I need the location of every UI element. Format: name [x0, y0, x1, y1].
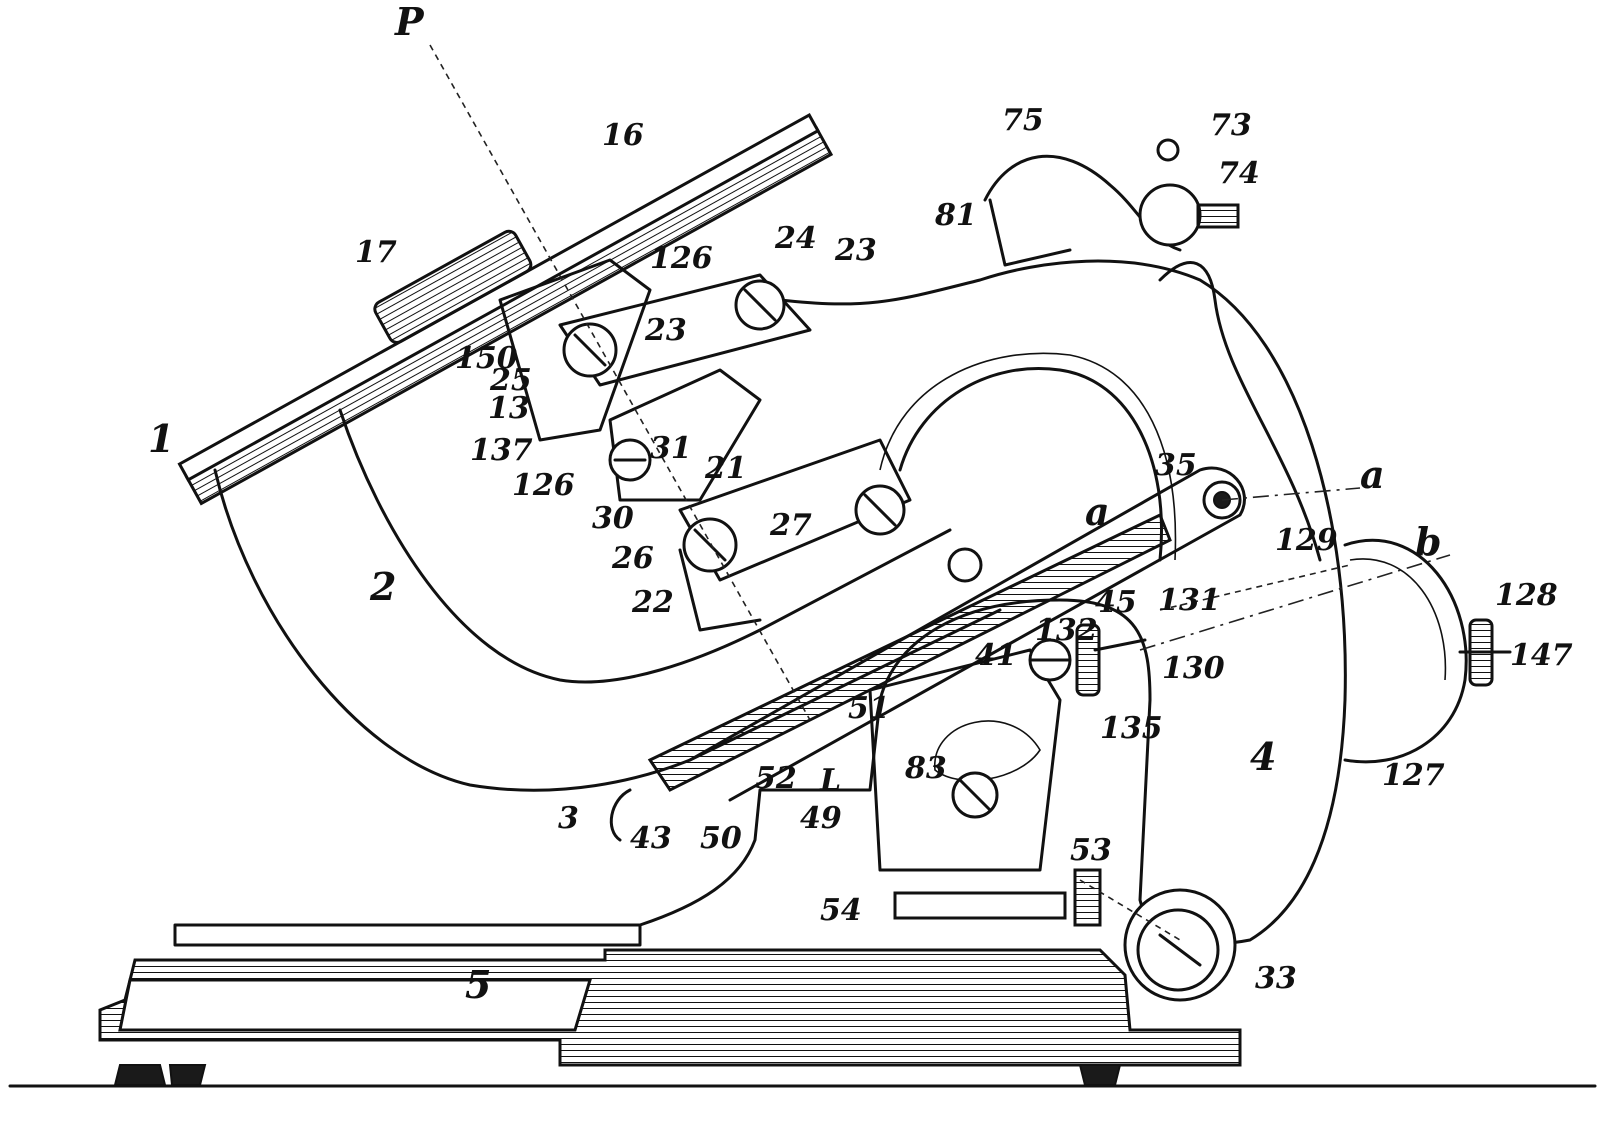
label-31: 31: [650, 431, 692, 466]
base-5: [98, 923, 1242, 1086]
head-assembly: [498, 258, 983, 632]
label-54: 54: [820, 893, 862, 928]
label-126a: 126: [650, 241, 713, 276]
lever-35: [688, 466, 1246, 802]
label-75: 75: [1002, 103, 1044, 138]
label-150: 150: [455, 341, 518, 376]
screw-132: [1075, 623, 1147, 697]
label-p: P: [394, 0, 425, 44]
pivot-33: [1123, 888, 1237, 1002]
label-128: 128: [1495, 578, 1558, 613]
label-26: 26: [611, 541, 654, 576]
label-74: 74: [1218, 156, 1260, 191]
label-127: 127: [1382, 758, 1445, 793]
axis-a: [1221, 487, 1361, 501]
label-81: 81: [934, 198, 977, 233]
label-22: 22: [631, 585, 674, 620]
label-73: 73: [1210, 108, 1252, 143]
label-13: 13: [488, 391, 530, 426]
knob-128: [1458, 618, 1512, 687]
label-5: 5: [465, 962, 491, 1007]
label-25: 25: [489, 363, 532, 398]
arm-2: [213, 468, 1002, 792]
hood-127: [1343, 538, 1468, 764]
label-33: 33: [1255, 961, 1297, 996]
label-l: L: [819, 763, 841, 798]
label-2: 2: [369, 564, 396, 609]
label-a2: a: [1085, 489, 1110, 534]
label-129: 129: [1275, 523, 1338, 558]
label-35: 35: [1155, 448, 1197, 483]
label-4: 4: [1250, 734, 1276, 779]
axis-b: [1139, 554, 1451, 651]
label-53: 53: [1070, 833, 1112, 868]
label-52: 52: [755, 761, 797, 796]
label-137: 137: [470, 433, 533, 468]
label-16: 16: [602, 118, 644, 153]
label-24: 24: [774, 221, 817, 256]
label-147: 147: [1510, 638, 1573, 673]
label-30: 30: [592, 501, 634, 536]
label-17: 17: [355, 235, 397, 270]
label-132: 132: [1035, 613, 1098, 648]
link-23: [558, 273, 812, 387]
label-23b: 23: [644, 313, 687, 348]
label-b: b: [1415, 519, 1442, 564]
label-3: 3: [558, 801, 579, 836]
label-27: 27: [769, 508, 812, 543]
handle-75: [983, 138, 1240, 267]
label-23a: 23: [834, 233, 877, 268]
label-51: 51: [848, 691, 890, 726]
reference-labels: P 1 2 3 4 5 13 16 17 21 22 23 23 24 25 2…: [148, 0, 1573, 1007]
label-45: 45: [1095, 585, 1137, 620]
label-43: 43: [630, 821, 672, 856]
clamp-block: [868, 638, 1102, 927]
table-1: [177, 112, 834, 506]
label-126b: 126: [512, 468, 575, 503]
label-83: 83: [904, 751, 947, 786]
label-50: 50: [700, 821, 742, 856]
label-1: 1: [148, 416, 174, 461]
label-130: 130: [1162, 651, 1225, 686]
label-135: 135: [1100, 711, 1163, 746]
label-21: 21: [704, 451, 747, 486]
slide-bar-41: [609, 512, 1172, 842]
label-131: 131: [1158, 583, 1221, 618]
label-41: 41: [975, 638, 1017, 673]
axis-p: [429, 44, 811, 721]
label-49: 49: [800, 801, 842, 836]
label-a1: a: [1360, 452, 1385, 497]
